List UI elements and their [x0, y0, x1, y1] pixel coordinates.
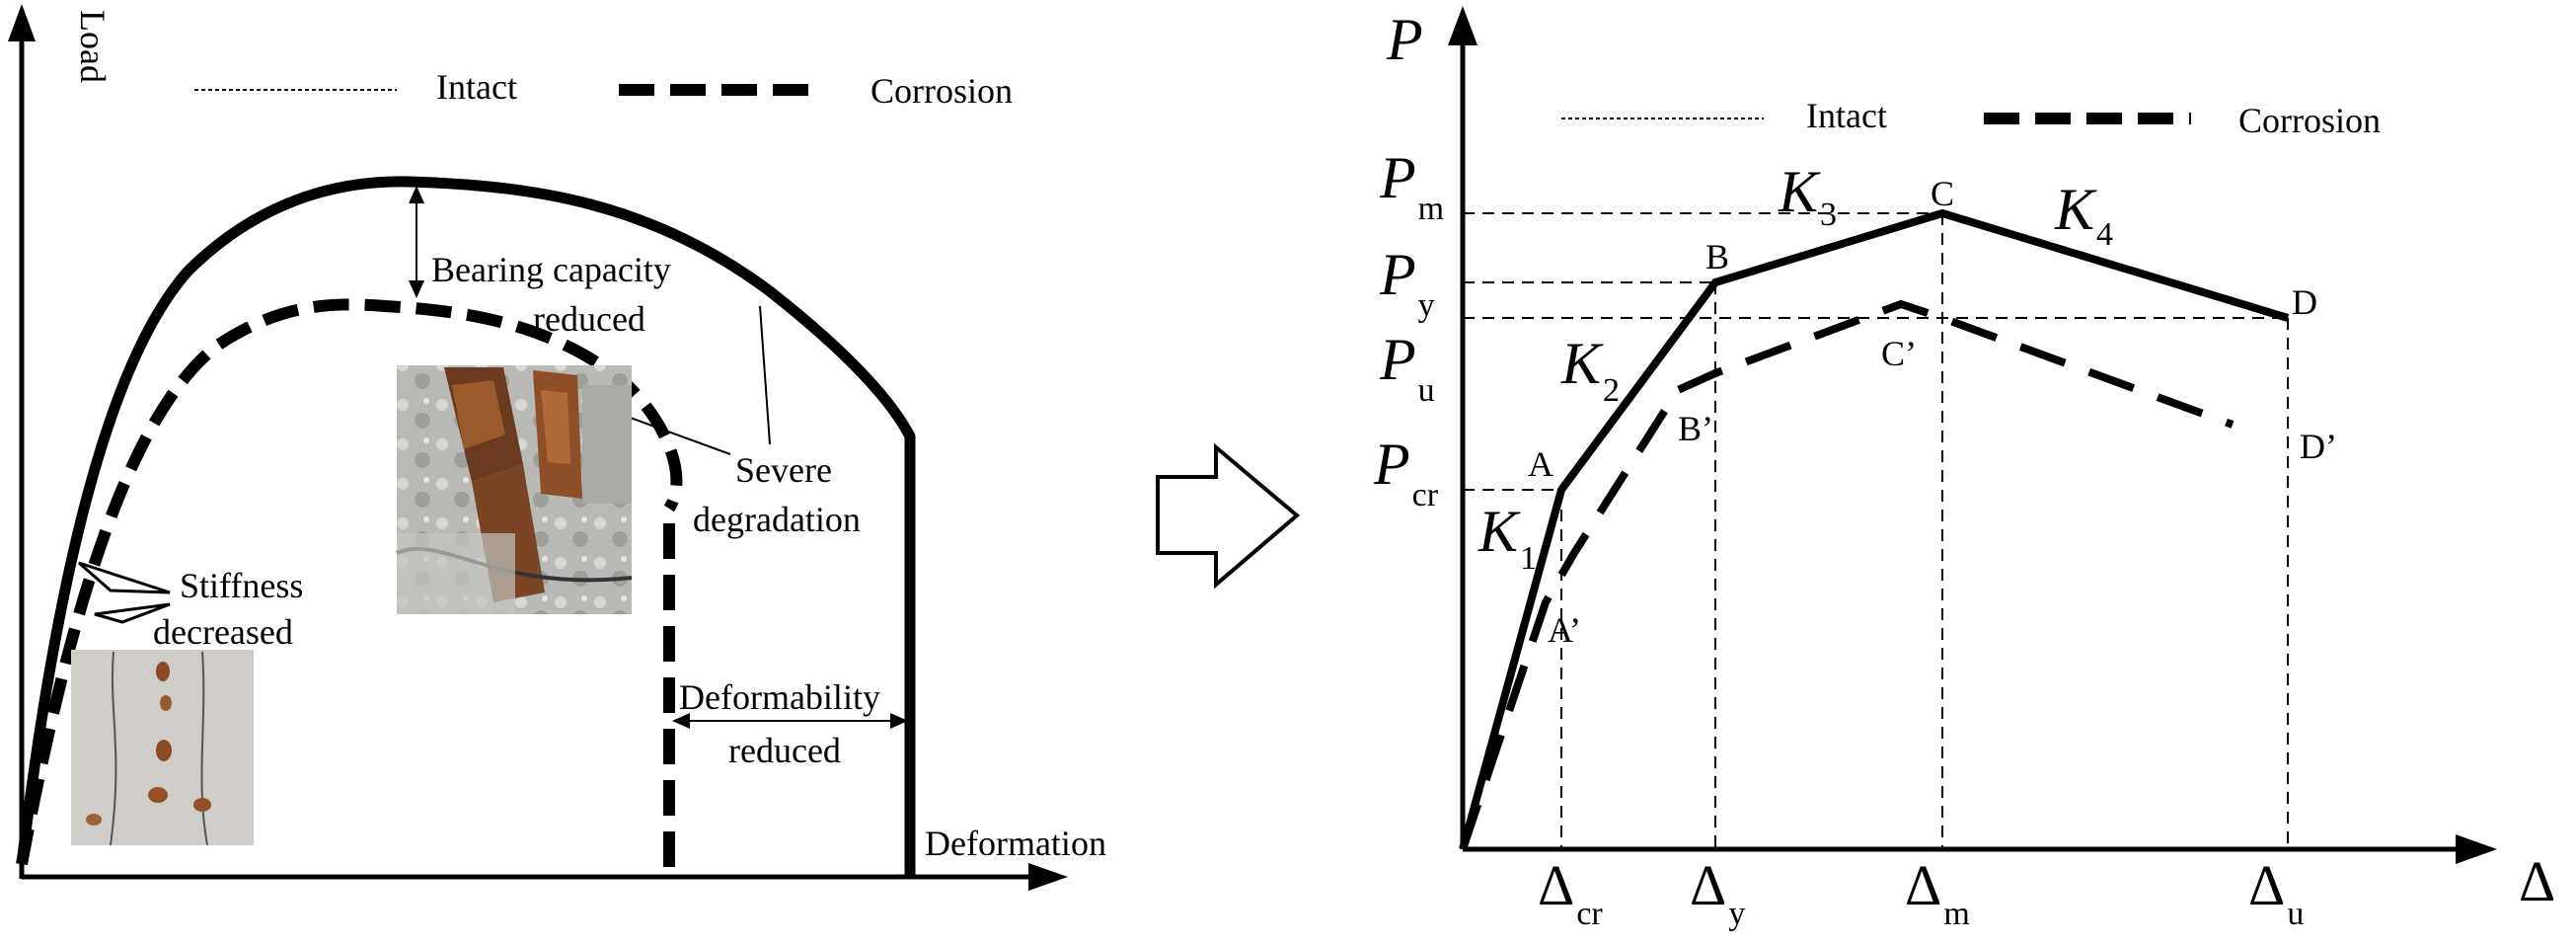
cracked-concrete-photo	[71, 650, 254, 846]
bearing-capacity-label-1: Bearing capacity	[431, 250, 671, 289]
corroded-rebar-photo	[396, 365, 633, 614]
ytick-pcr: Pcr	[1373, 432, 1439, 513]
severe-degradation-label-2: degradation	[693, 500, 861, 539]
left-intact-curve	[16, 176, 916, 877]
stiffness-k2: K2	[1560, 331, 1620, 409]
ytick-pu: Pu	[1379, 327, 1435, 409]
deformability-arrowhead-right	[890, 713, 908, 729]
ytick-pm: Pm	[1379, 145, 1444, 227]
stiffness-pointer-1	[78, 561, 171, 594]
stiffness-k1: K1	[1477, 499, 1537, 577]
left-legend-corrosion-label: Corrosion	[871, 71, 1013, 111]
left-x-axis-label: Deformation	[925, 824, 1106, 863]
stiffness-k3: K3	[1778, 159, 1837, 233]
stiffness-k4: K4	[2054, 177, 2113, 253]
ytick-py: Py	[1379, 242, 1435, 324]
xtick-dy: Δy	[1690, 853, 1745, 932]
severe-degradation-pointer-1	[759, 305, 771, 445]
point-label-c: C	[1931, 174, 1954, 213]
point-label-b: B	[1705, 237, 1729, 276]
stiffness-decreased-label-1: Stiffness	[180, 566, 303, 605]
point-label-a-prime: A’	[1548, 610, 1581, 650]
right-intact-curve	[1459, 209, 2290, 851]
xtick-du: Δu	[2248, 853, 2304, 932]
left-x-axis-arrowhead	[1028, 863, 1068, 891]
bearing-capacity-label-2: reduced	[533, 299, 645, 339]
deformability-arrowhead-left	[672, 713, 690, 729]
deformability-label-1: Deformability	[679, 677, 880, 717]
severe-degradation-label-1: Severe	[735, 450, 832, 490]
left-y-axis-arrowhead	[8, 4, 36, 41]
right-legend-corrosion-label: Corrosion	[2238, 101, 2381, 140]
bearing-arrowhead-top	[409, 186, 424, 203]
right-arrow-outline-icon	[1156, 442, 1301, 590]
left-load-deformation-diagram: Load Deformation Intact Corrosion Bearin…	[8, 4, 1106, 891]
severe-degradation-pointer-2	[616, 412, 731, 455]
stiffness-pointer-2	[94, 602, 171, 624]
stiffness-decreased-label-2: decreased	[153, 612, 293, 652]
left-y-axis-label: Load	[73, 10, 113, 83]
point-label-a: A	[1528, 444, 1553, 484]
deformability-label-2: reduced	[728, 731, 841, 770]
right-trilinear-model-diagram: P Δ Intact Corrosion Pm Py Pu Pcr Δcr Δy…	[1373, 6, 2555, 932]
left-legend-intact-label: Intact	[436, 67, 517, 107]
right-y-axis-symbol: P	[1386, 7, 1423, 72]
xtick-dcr: Δcr	[1538, 853, 1603, 932]
left-corrosion-curve	[16, 298, 683, 866]
right-x-axis-arrowhead	[2456, 834, 2497, 864]
right-legend-intact-label: Intact	[1806, 96, 1887, 135]
point-label-d-prime: D’	[2300, 427, 2337, 466]
point-label-b-prime: B’	[1678, 409, 1713, 448]
bearing-arrowhead-bottom	[409, 280, 424, 298]
right-corrosion-curve	[1459, 299, 2235, 851]
right-x-axis-symbol: Δ	[2519, 849, 2555, 913]
xtick-dm: Δm	[1905, 853, 1970, 932]
point-label-d: D	[2292, 282, 2317, 322]
point-label-c-prime: C’	[1881, 334, 1917, 373]
right-y-axis-arrowhead	[1448, 6, 1477, 45]
